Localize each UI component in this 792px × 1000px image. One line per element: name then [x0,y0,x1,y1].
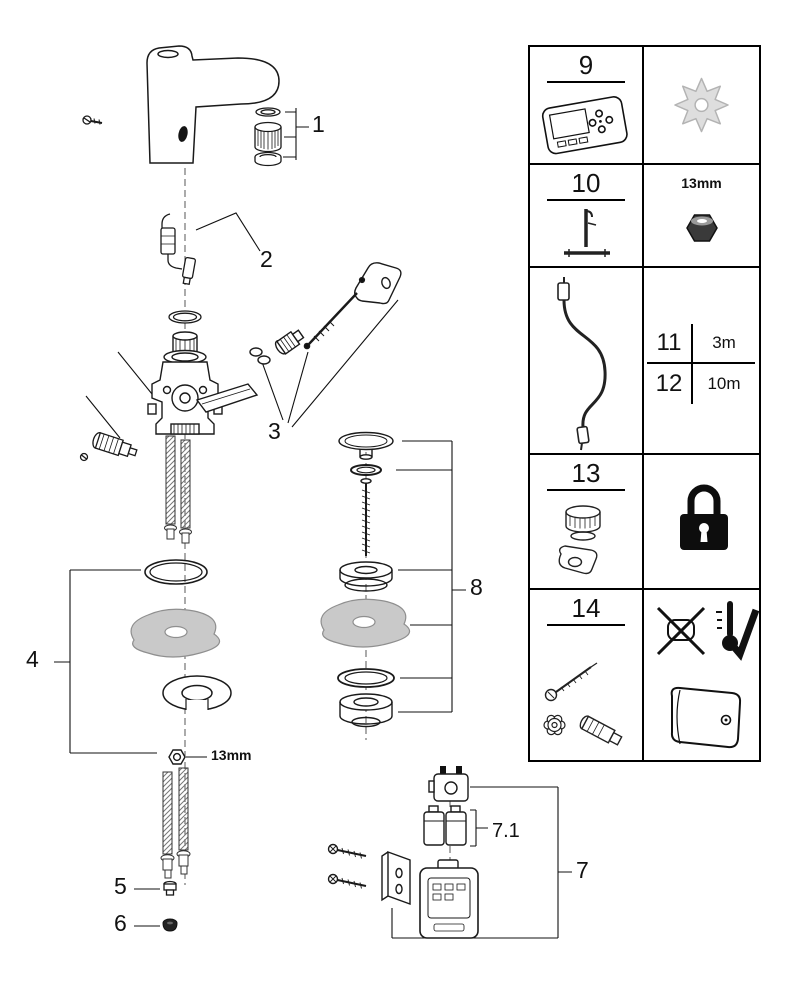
panel-cell-10: 10 [530,165,644,268]
part7-power-unit [327,766,479,939]
callout-2: 2 [260,246,273,272]
panel-cell-lengths: 11 3m 12 10m [644,268,759,455]
panel-cell-14: 14 [530,590,644,760]
panel-cell-cable [530,268,644,455]
small-oring [168,310,202,324]
panel-number-13: 13 [547,458,625,491]
panel-cell-9: 9 [530,47,644,165]
part3-lever [249,262,402,365]
no-contact-icon [656,606,706,656]
gear-icon [674,77,729,133]
panel-number-9: 9 [547,50,625,83]
callout-8: 8 [470,574,483,600]
callout-7: 7 [576,857,589,883]
callout-3: 3 [268,418,281,444]
len-table: 11 3m 12 10m [647,324,755,404]
padlock-icon [680,484,728,550]
hoses-lower [160,767,191,879]
panel-cell-thermal [644,590,759,760]
accessories-panel: 9 [528,45,761,762]
side-valve [79,432,138,462]
aerator-service-kit-icon [558,505,601,575]
part6-cap [162,918,178,932]
panel-cell-nut: 13mm [644,165,759,268]
thermometer-check-icon [716,601,759,661]
part4-oring [144,559,208,585]
cartridge-assembly [147,331,259,435]
callout-6: 6 [114,910,127,936]
cover-icon [670,686,742,749]
screw-valve-kit-icon [543,662,623,746]
centerline-dashes [184,168,451,885]
part4-gasket [130,608,221,658]
panel-number-11: 11 [647,324,693,364]
remote-control-icon [541,95,628,155]
panel-cell-gear [644,47,759,165]
part5-nut [163,880,177,896]
callout-1: 1 [312,111,325,137]
mounting-tool-icon [564,209,610,258]
hose-nut-13mm [168,749,186,765]
callout-5: 5 [114,873,127,899]
part8-drain-set [320,431,411,728]
panel-number-14: 14 [547,593,625,626]
panel-number-12: 12 [647,364,693,404]
panel-number-10: 10 [547,168,625,201]
extension-cable-icon [557,277,607,451]
panel-length-12: 10m [707,374,741,393]
part1-aerator [254,107,282,167]
faucet-screw [82,115,103,125]
callout-7-1: 7.1 [492,820,520,842]
callout-lines [54,108,572,939]
panel-cell-lock [644,455,759,590]
panel-cell-13: 13 [530,455,644,590]
panel-nut-size-label: 13mm [681,175,722,191]
supply-hoses-upper [164,435,192,544]
hex-nut-13mm-icon [685,213,718,242]
panel-length-11: 3m [693,324,755,364]
callout-4: 4 [26,646,39,672]
faucet-body [146,45,280,164]
part2-cable [160,213,196,286]
nut-size-label: 13mm [211,747,252,763]
thermal-disinfection-icons [656,601,759,749]
part4-clamp [162,675,232,712]
